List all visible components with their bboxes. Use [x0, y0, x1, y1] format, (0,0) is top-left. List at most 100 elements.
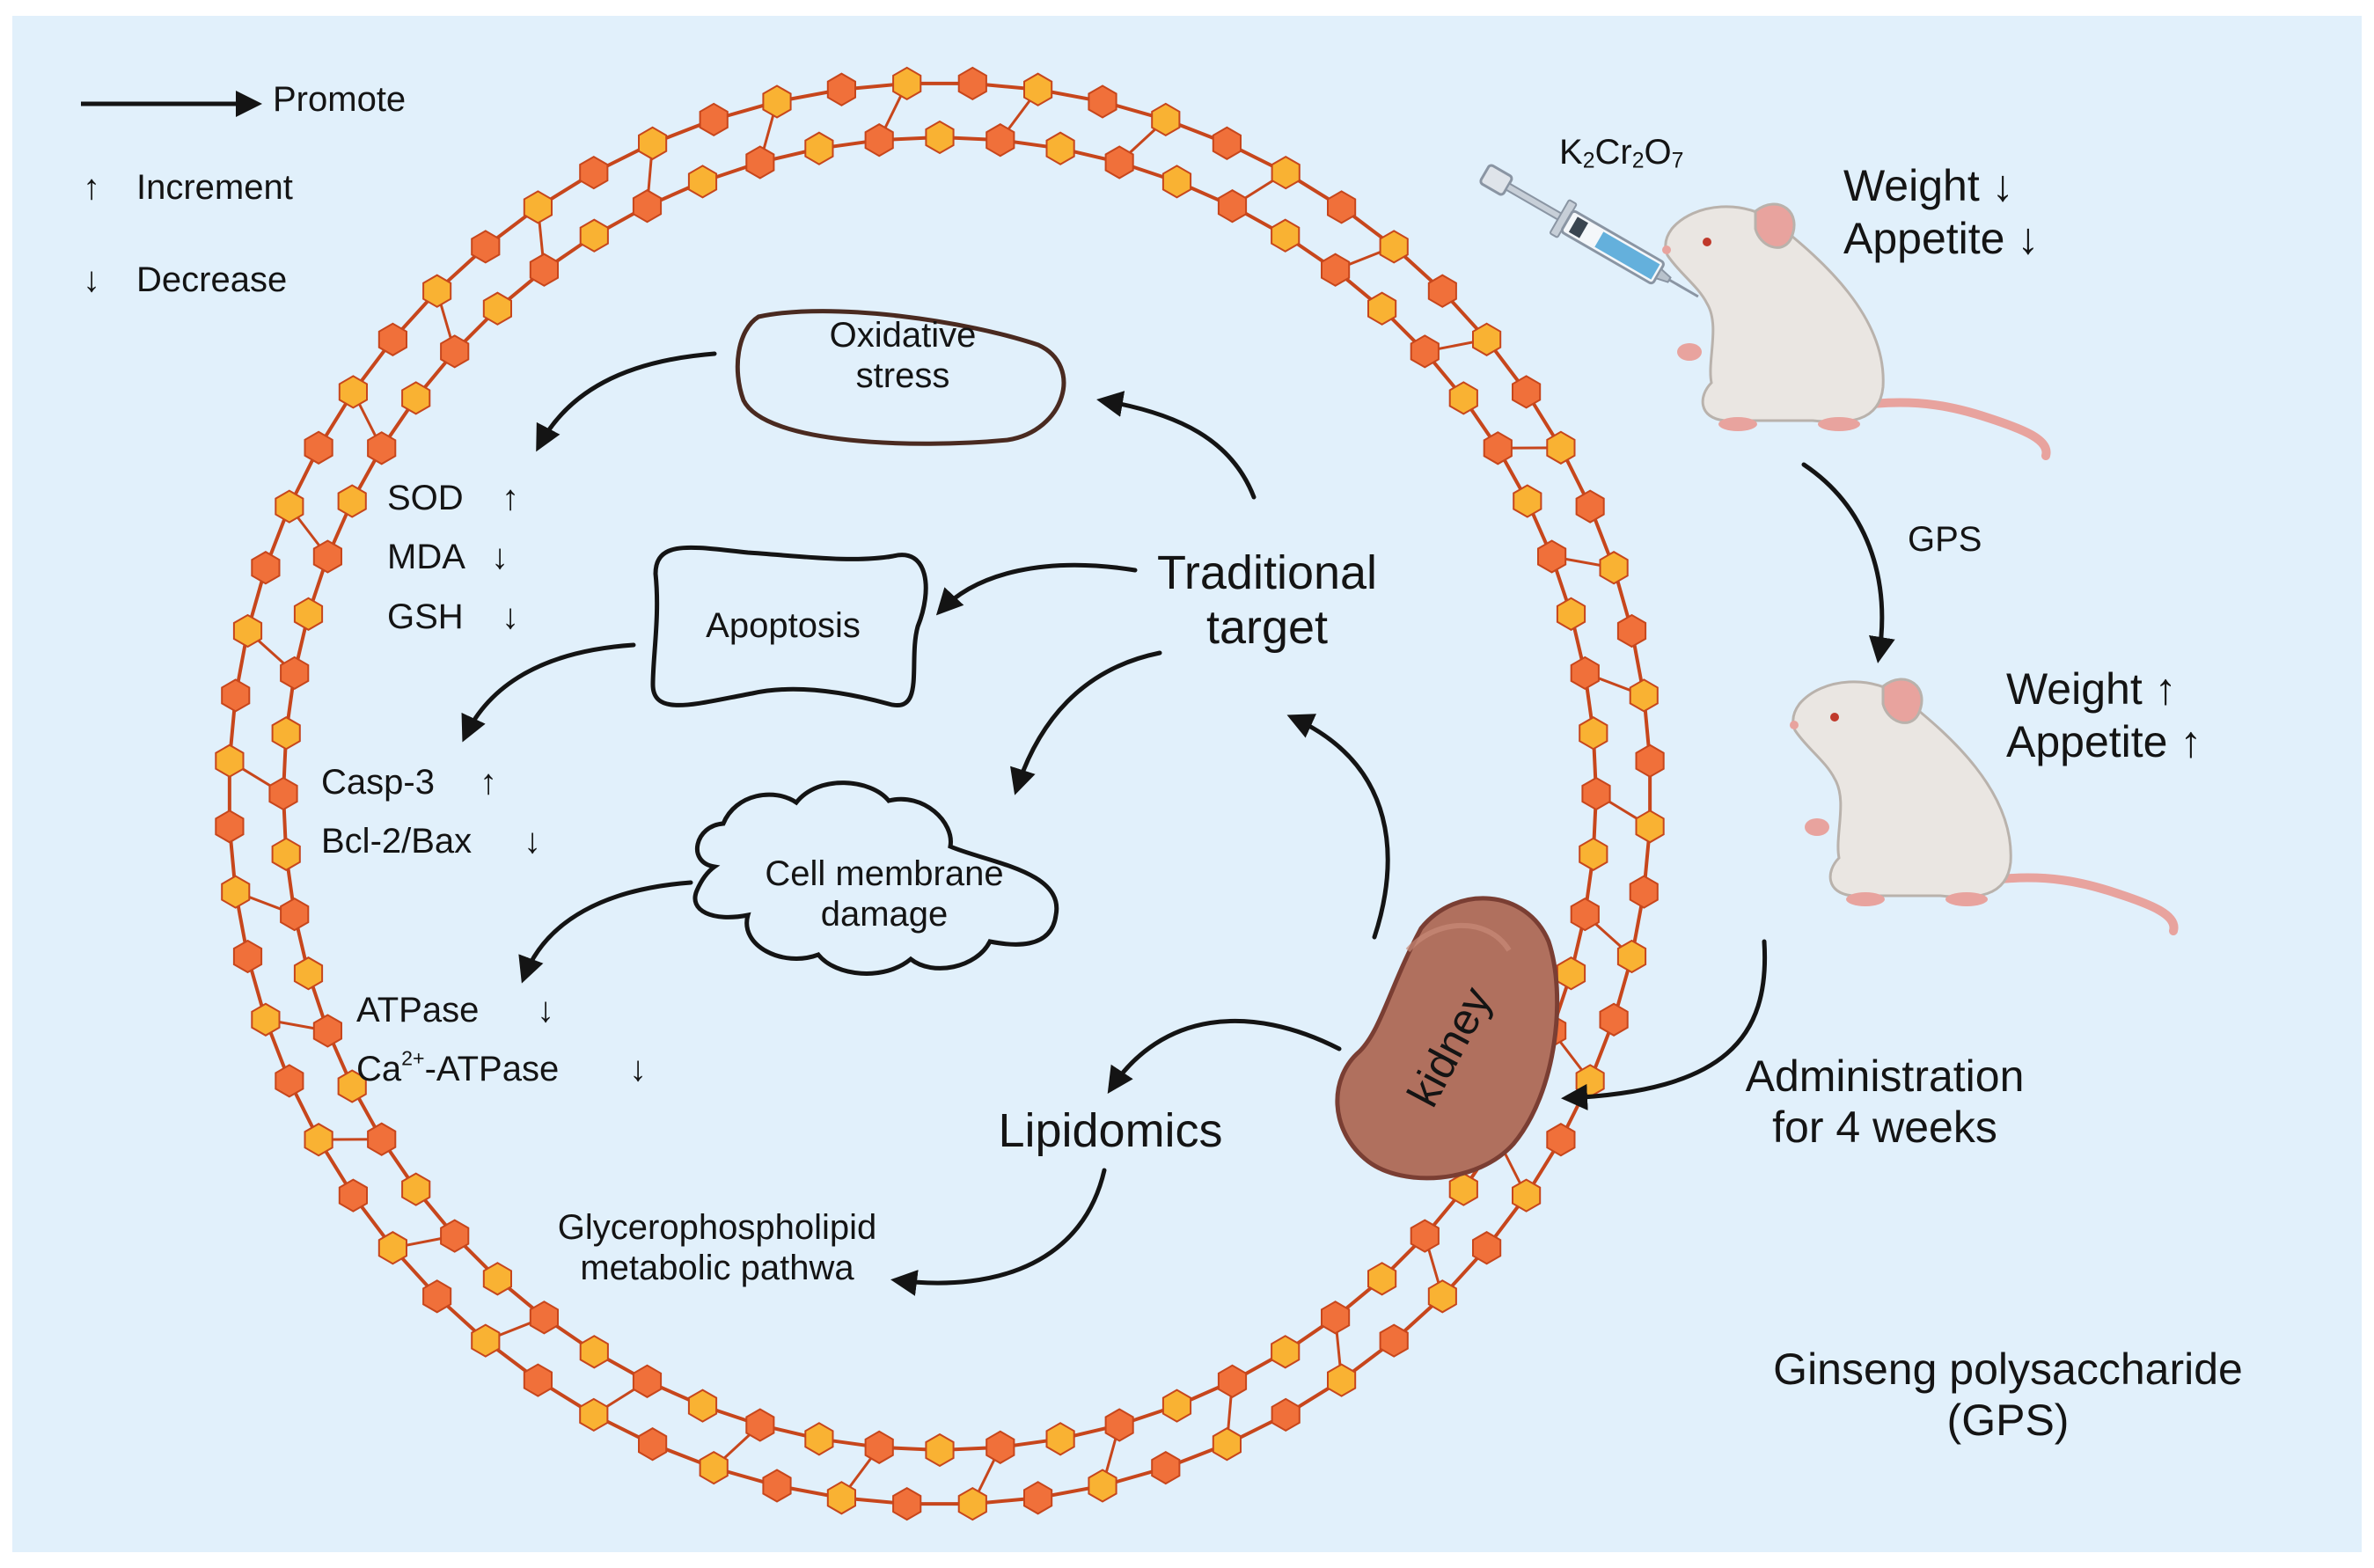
- administration-line-1: Administration: [1745, 1051, 2025, 1101]
- membrane-hexagon: [251, 1002, 281, 1037]
- ca-pre: Ca: [356, 1050, 402, 1088]
- membrane-hexagon: [1321, 253, 1351, 287]
- marker-bcl2bax-arrow: ↓: [524, 822, 541, 861]
- membrane-hexagon: [1581, 776, 1611, 811]
- membrane-hexagon: [1629, 678, 1659, 713]
- membrane-hexagon: [440, 334, 470, 369]
- membrane-hexagon: [1151, 1450, 1181, 1485]
- drug-formula: K2Cr2O7: [1559, 132, 1683, 174]
- arrow-kidney-to-target: [1286, 714, 1390, 940]
- membrane-hexagon: [1088, 1469, 1117, 1503]
- kidney-icon: [1335, 896, 1560, 1181]
- membrane-hexagon: [1161, 165, 1192, 199]
- cell-membrane-line-2: damage: [820, 895, 949, 934]
- membrane-hexagon: [638, 126, 668, 160]
- membrane-hexagon: [1161, 1388, 1192, 1423]
- after-weight: Weight ↑: [2006, 664, 2177, 714]
- membrane-hexagon: [632, 1364, 663, 1398]
- membrane-hexagon: [401, 381, 431, 415]
- membrane-hexagon: [215, 810, 245, 844]
- oxidative-line-2: stress: [855, 356, 950, 395]
- marker-casp3-name: Casp-3: [321, 763, 435, 802]
- marker-atpase-name: ATPase: [356, 991, 480, 1029]
- cell-membrane-line-1: Cell membrane: [765, 854, 1004, 893]
- legend-decrease-label: Decrease: [136, 260, 288, 299]
- membrane-hexagon: [377, 322, 407, 356]
- membrane-hexagon: [1427, 1279, 1457, 1314]
- membrane-hexagon: [699, 102, 729, 137]
- membrane-hexagon: [1271, 218, 1301, 253]
- membrane-hexagon: [1023, 1481, 1053, 1515]
- membrane-hexagon: [745, 145, 775, 180]
- pathway-label: Glycerophospholipid metabolic pathwa: [558, 1207, 876, 1288]
- membrane-hexagon: [1088, 84, 1117, 119]
- membrane-hexagon: [422, 1279, 452, 1314]
- formula-o-sub: 7: [1671, 149, 1684, 173]
- membrane-hexagon: [1575, 489, 1605, 524]
- membrane-hexagon: [275, 1064, 304, 1098]
- membrane-hexagon: [268, 776, 298, 811]
- arrow-target-to-oxidative: [1096, 391, 1257, 500]
- membrane-hexagon: [275, 489, 304, 524]
- membrane-hexagon: [377, 1231, 407, 1265]
- membrane-hexagon: [925, 120, 955, 155]
- membrane-hexagon: [271, 837, 301, 871]
- membrane-hexagon: [304, 430, 333, 465]
- ca-sup: 2+: [401, 1046, 425, 1070]
- membrane-hexagon: [1410, 1219, 1440, 1253]
- cell-membrane-damage-label: Cell membrane damage: [765, 854, 1003, 934]
- legend-promote-label: Promote: [273, 80, 407, 119]
- membrane-hexagon: [523, 190, 553, 224]
- marker-ca-atpase-name: Ca2+-ATPase: [356, 1046, 560, 1089]
- membrane-hexagon: [1023, 72, 1053, 106]
- membrane-hexagon: [1579, 716, 1608, 751]
- syringe-icon: [1479, 164, 1699, 298]
- membrane-hexagon: [251, 551, 281, 585]
- membrane-hexagon: [1629, 875, 1659, 909]
- membrane-hexagon: [312, 1014, 342, 1048]
- marker-atpase-arrow: ↓: [537, 991, 554, 1029]
- oxidative-stress-shape: [735, 309, 1066, 446]
- membrane-hexagon: [1217, 1364, 1248, 1398]
- arrow-administration-to-kidney: [1561, 939, 1768, 1110]
- marker-sod-name: SOD: [387, 479, 464, 517]
- membrane-hexagon: [215, 744, 245, 778]
- membrane-hexagon: [687, 1388, 718, 1423]
- mouse-icon-before: [1662, 202, 2051, 460]
- membrane-hexagon: [482, 1262, 512, 1296]
- ca-post: -ATPase: [424, 1050, 560, 1088]
- membrane-hexagon: [232, 939, 263, 974]
- membrane-hexagon: [957, 66, 987, 101]
- gps-treatment-label: GPS: [1908, 520, 1982, 559]
- membrane-hexagon: [1512, 375, 1542, 409]
- membrane-hexagon: [471, 1323, 501, 1358]
- marker-sod-arrow: ↑: [502, 479, 519, 517]
- membrane-hexagon: [1616, 939, 1647, 974]
- membrane-hexagon: [1570, 897, 1600, 932]
- membrane-hexagon: [1599, 1002, 1629, 1037]
- membrane-hexagon: [422, 274, 452, 308]
- arrow-membrane-to-markers: [518, 880, 693, 984]
- pathway-line-2: metabolic pathwa: [580, 1249, 854, 1287]
- marker-gsh-arrow: ↓: [502, 597, 519, 636]
- traditional-line-2: target: [1205, 601, 1329, 655]
- arrow-mouse-gps: [1801, 462, 1895, 663]
- membrane-hexagon: [338, 375, 368, 409]
- membrane-hexagon: [401, 1172, 431, 1206]
- membrane-hexagon: [1546, 1123, 1576, 1157]
- membrane-hexagon: [925, 1432, 955, 1468]
- membrane-hexagon: [271, 716, 301, 751]
- compound-line-2: (GPS): [1946, 1395, 2070, 1445]
- membrane-hexagon: [1327, 190, 1357, 224]
- membrane-hexagon: [482, 291, 512, 326]
- membrane-hexagon: [986, 1430, 1015, 1464]
- membrane-hexagon: [957, 1486, 987, 1521]
- membrane-hexagon: [1570, 656, 1600, 691]
- membrane-hexagon: [762, 84, 792, 119]
- membrane-hexagon: [892, 66, 922, 101]
- membrane-hexagon: [1217, 189, 1248, 223]
- membrane-hexagon: [1579, 837, 1608, 871]
- membrane-hexagon: [1104, 1408, 1134, 1442]
- mouse-icon-after: [1790, 678, 2179, 935]
